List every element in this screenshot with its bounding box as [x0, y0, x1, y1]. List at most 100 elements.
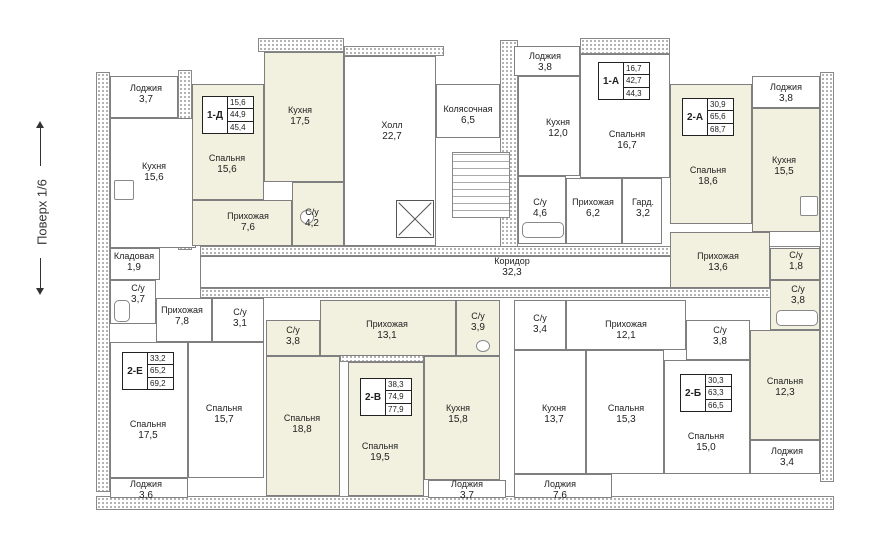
room-name: Прихожая	[366, 319, 408, 329]
room-wardrobe	[622, 178, 662, 244]
room-name: Прихожая	[572, 197, 614, 207]
room-area: 7,6	[553, 490, 567, 501]
room-area: 17,5	[290, 116, 310, 127]
room-area: 3,8	[713, 336, 727, 347]
room-loggia-2e	[110, 478, 188, 498]
room-area: 12,3	[775, 387, 795, 398]
room-name: Лоджия	[529, 51, 561, 61]
room-area: 7,8	[175, 316, 189, 327]
apartment-living-area: 16,7	[624, 63, 649, 76]
room-area: 15,0	[696, 442, 716, 453]
room-area: 15,5	[774, 166, 794, 177]
wall-east	[820, 72, 834, 482]
room-area: 3,4	[533, 324, 547, 335]
room-name: Спальня	[607, 403, 645, 413]
sink-icon	[476, 340, 490, 352]
room-name: С/у	[713, 325, 727, 335]
room-hall-2a	[670, 232, 770, 288]
apartment-living-area: 38,3	[386, 379, 411, 392]
room-hall-1a	[566, 178, 622, 244]
apartment-code: 2-А	[683, 99, 708, 135]
room-area: 15,6	[144, 172, 164, 183]
room-area: 13,7	[544, 414, 564, 425]
wall-north-1d	[258, 38, 344, 52]
elevator-shaft	[396, 200, 434, 238]
room-loggia-2g	[750, 440, 820, 474]
room-name: Коридор	[494, 256, 530, 266]
room-name: Лоджия	[544, 479, 576, 489]
room-kitchen-2a	[752, 108, 820, 232]
room-area: 1,8	[789, 261, 803, 272]
room-kitchen-2v	[424, 356, 500, 480]
apartment-total-area: 44,9	[228, 109, 253, 122]
apartment-living-area: 30,3	[706, 375, 731, 388]
room-area: 16,7	[617, 140, 637, 151]
room-area: 18,8	[292, 424, 312, 435]
room-name: Холл	[381, 120, 403, 130]
room-area: 3,1	[233, 318, 247, 329]
room-area: 3,7	[131, 294, 145, 305]
room-area: 22,7	[382, 131, 402, 142]
room-loggia-2v	[428, 480, 506, 498]
room-area: 3,9	[471, 322, 485, 333]
room-name: Лоджия	[130, 479, 162, 489]
room-name: Кухня	[541, 403, 567, 413]
floor-down-arrow-icon[interactable]	[36, 258, 44, 295]
apartment-total-area: 65,6	[708, 111, 733, 124]
room-bath-2v-1	[266, 320, 320, 356]
room-name: Лоджия	[451, 479, 483, 489]
apartment-code: 2-Б	[681, 375, 706, 411]
room-name: Прихожая	[697, 251, 739, 261]
room-area: 3,8	[538, 62, 552, 73]
room-area: 15,7	[214, 414, 234, 425]
room-loggia-2b	[514, 474, 612, 498]
apartment-code: 2-Е	[123, 353, 148, 389]
stove-icon	[800, 196, 818, 216]
staircase	[452, 152, 510, 218]
apartment-full-area: 69,2	[150, 378, 166, 388]
room-bed-2b-1	[586, 350, 664, 474]
room-area: 3,6	[139, 490, 153, 501]
room-name: Гард.	[632, 197, 654, 207]
room-loggia-2a	[752, 76, 820, 108]
apartment-code: 1-Д	[203, 97, 228, 133]
apartment-code: 1-А	[599, 63, 624, 99]
room-name: Спальня	[205, 403, 243, 413]
floor-up-arrow-icon[interactable]	[36, 121, 44, 166]
room-kitchen-2b	[514, 350, 586, 474]
room-area: 3,8	[779, 93, 793, 104]
room-area: 3,4	[780, 457, 794, 468]
apartment-total-area: 74,9	[386, 391, 411, 404]
wall-west	[96, 72, 110, 492]
room-name: Спальня	[766, 376, 804, 386]
room-name: Спальня	[208, 153, 246, 163]
room-hall-1d	[192, 200, 292, 246]
apartment-full-area: 77,9	[388, 404, 404, 414]
room-name: С/у	[233, 307, 247, 317]
room-name: Спальня	[689, 165, 727, 175]
